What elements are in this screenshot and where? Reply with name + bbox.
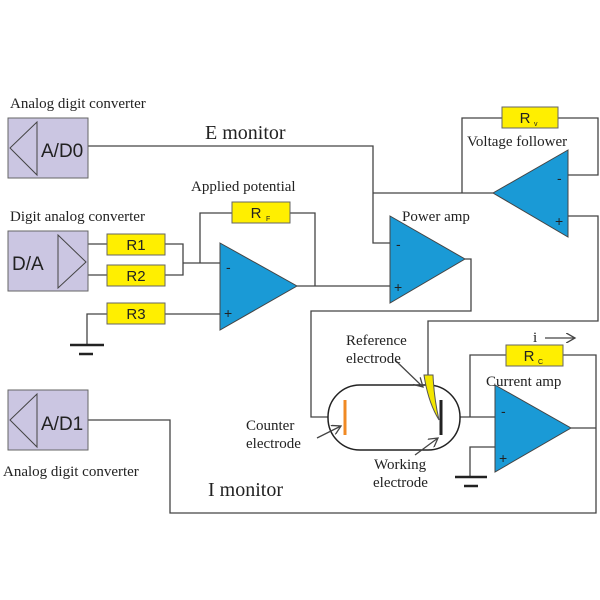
svg-text:R1: R1 — [126, 237, 145, 254]
svg-text:+: + — [224, 305, 232, 321]
current-amp-opamp: - + — [494, 384, 573, 473]
resistor-r1: R1 — [106, 233, 166, 256]
voltage-follower-label: Voltage follower — [467, 134, 567, 150]
counter-electrode-label: Counter — [246, 418, 294, 434]
ad1-label: A/D1 — [41, 414, 83, 435]
svg-text:v: v — [534, 121, 538, 128]
svg-text:R: R — [251, 205, 262, 222]
svg-text:F: F — [266, 216, 270, 223]
resistor-rc: R C — [505, 344, 564, 367]
ad1-caption: Analog digit converter — [3, 464, 139, 480]
wires — [86, 117, 599, 514]
da-label: D/A — [12, 254, 44, 275]
svg-text:R3: R3 — [126, 306, 145, 323]
working-electrode-label: Working — [374, 457, 427, 473]
ground-icon — [455, 475, 487, 488]
resistor-r2: R2 — [106, 264, 166, 287]
svg-text:electrode: electrode — [373, 475, 428, 491]
current-label: i — [533, 330, 537, 346]
svg-text:electrode: electrode — [346, 351, 401, 367]
da-converter: D/A Digit analog converter — [7, 209, 145, 292]
svg-text:+: + — [394, 279, 402, 295]
ground-icon — [70, 343, 104, 356]
svg-text:+: + — [555, 213, 563, 229]
ad0-converter: A/D0 Analog digit converter — [7, 96, 146, 179]
voltage-follower-opamp: - + — [492, 149, 569, 238]
i-monitor-label: I monitor — [208, 479, 283, 501]
svg-text:-: - — [396, 236, 401, 252]
svg-text:R2: R2 — [126, 268, 145, 285]
svg-text:R: R — [520, 110, 531, 127]
ad1-converter: A/D1 Analog digit converter — [3, 389, 139, 480]
svg-text:+: + — [499, 450, 507, 466]
ad0-caption: Analog digit converter — [10, 96, 146, 112]
reference-electrode-label: Reference — [346, 333, 407, 349]
resistor-rv: R v — [501, 106, 559, 129]
svg-text:-: - — [226, 259, 231, 275]
applied-potential-opamp: - + — [219, 242, 299, 331]
svg-text:C: C — [538, 359, 543, 366]
da-caption: Digit analog converter — [10, 209, 145, 225]
svg-text:electrode: electrode — [246, 436, 301, 452]
svg-text:-: - — [501, 403, 506, 419]
resistor-rf: R F — [231, 201, 291, 224]
resistor-r3: R3 — [106, 302, 166, 325]
power-amp-opamp: - + — [389, 215, 466, 304]
applied-potential-label: Applied potential — [191, 179, 296, 195]
svg-text:-: - — [557, 170, 562, 186]
svg-text:R: R — [524, 348, 535, 365]
ad0-label: A/D0 — [41, 141, 83, 162]
reference-electrode — [423, 374, 440, 421]
current-amp-label: Current amp — [486, 374, 561, 390]
power-amp-label: Power amp — [402, 209, 470, 225]
e-monitor-label: E monitor — [205, 122, 286, 144]
electrochemical-cell — [327, 374, 461, 451]
